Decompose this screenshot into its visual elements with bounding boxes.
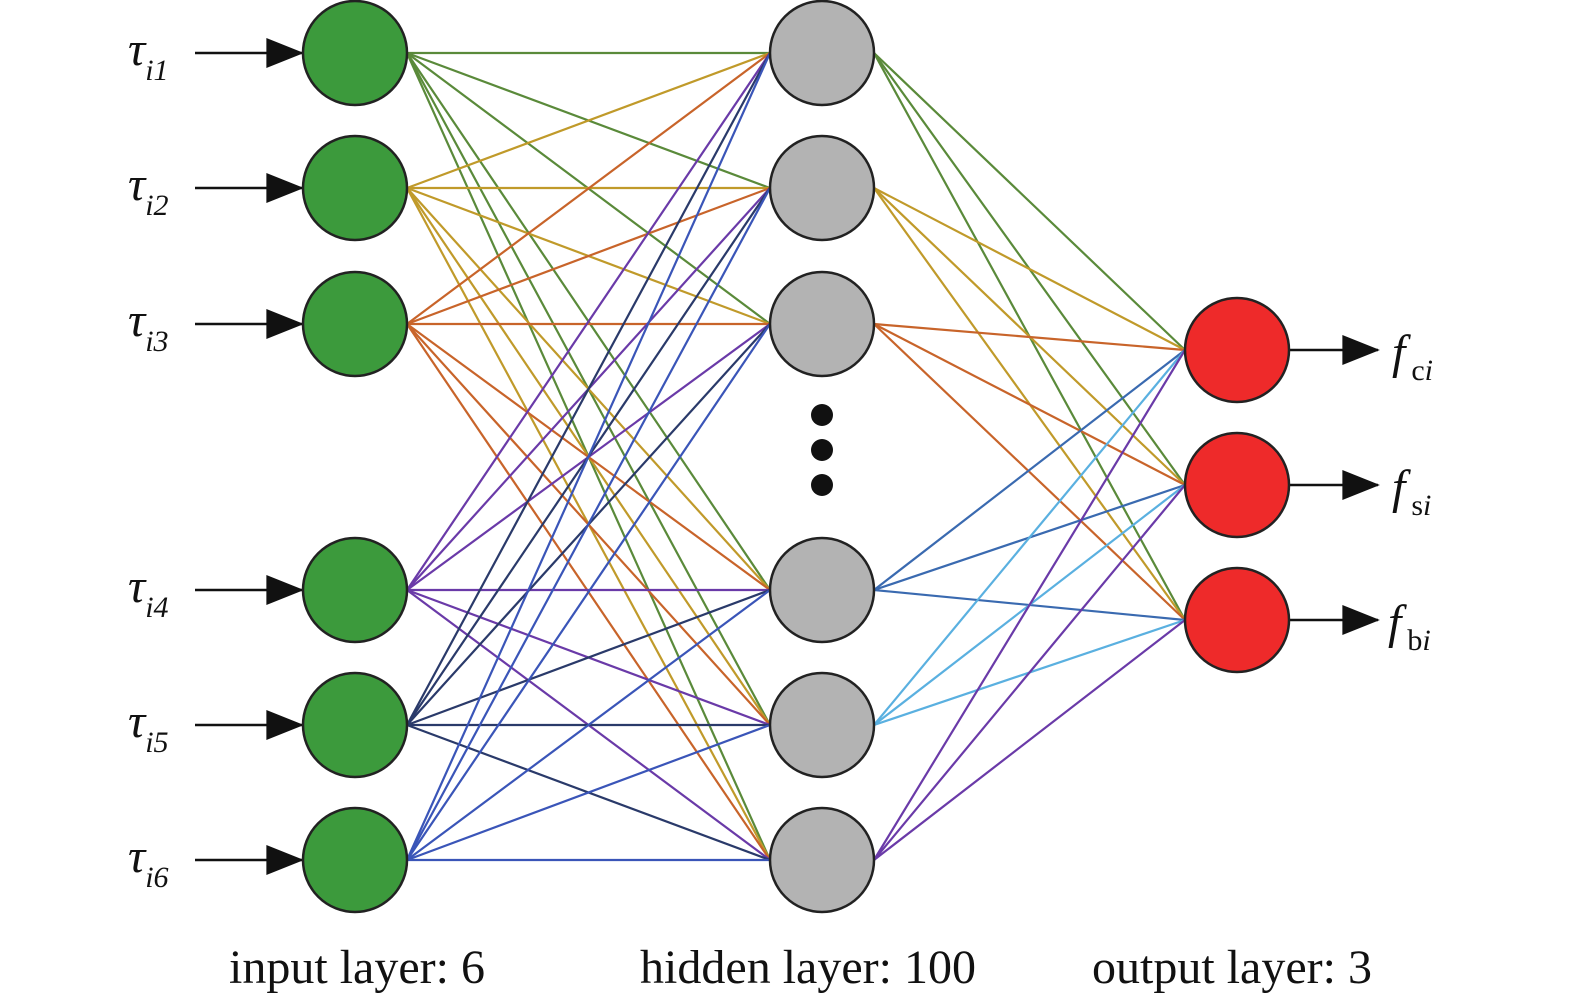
hidden-node-2 — [768, 134, 876, 242]
edge-input-4-hidden-1 — [406, 52, 771, 591]
input-node-4 — [301, 536, 409, 644]
edge-input-6-hidden-3 — [406, 323, 771, 861]
edge-hidden-4-output-1 — [873, 349, 1186, 591]
input-label-subscript: i3 — [145, 325, 168, 358]
output-label-subscript: c — [1411, 354, 1424, 387]
edge-hidden-2-output-1 — [873, 187, 1186, 351]
ellipsis-dot-1 — [811, 404, 833, 426]
edge-input-6-hidden-5 — [406, 723, 771, 862]
ellipsis-dot-2 — [811, 439, 833, 461]
output-label-subscript: b — [1407, 624, 1422, 657]
edge-input-5-hidden-4 — [406, 588, 771, 727]
nodes — [301, 0, 1291, 914]
input-label-subscript: i5 — [145, 726, 168, 759]
input-node-6 — [301, 806, 409, 914]
input-node-1 — [301, 0, 409, 107]
edge-hidden-1-output-1 — [873, 52, 1186, 351]
hidden-node-6 — [768, 806, 876, 914]
edge-hidden-5-output-1 — [873, 349, 1186, 726]
hidden-node-4 — [768, 536, 876, 644]
input-label-symbol: τ — [128, 695, 147, 748]
input-node-5 — [301, 671, 409, 779]
input-label-4: τi4 — [128, 560, 169, 624]
output-label-symbol: f — [1392, 326, 1411, 379]
input-node-3 — [301, 270, 409, 378]
hidden-node-1 — [768, 0, 876, 107]
input-label-5: τi5 — [128, 695, 169, 759]
edge-input-6-hidden-1 — [405, 52, 772, 861]
input-label-symbol: τ — [128, 23, 147, 76]
hidden-ellipsis — [811, 404, 833, 496]
output-layer-caption: output layer: 3 — [1092, 941, 1372, 994]
output-label-symbol: f — [1392, 461, 1411, 514]
edge-hidden-6-output-2 — [873, 484, 1186, 861]
ellipsis-dot-3 — [811, 474, 833, 496]
edge-hidden-3-output-2 — [873, 323, 1186, 486]
output-label-subscript-index: i — [1422, 624, 1430, 657]
edge-input-2-hidden-1 — [406, 51, 771, 190]
input-label-subscript: i6 — [145, 861, 168, 894]
hidden-layer-caption: hidden layer: 100 — [640, 941, 976, 994]
edges-input-hidden — [405, 51, 772, 862]
input-label-symbol: τ — [128, 158, 147, 211]
input-label-symbol: τ — [128, 830, 147, 883]
output-node-1 — [1183, 296, 1291, 404]
edge-input-3-hidden-1 — [406, 52, 771, 325]
captions: input layer: 6 hidden layer: 100 output … — [229, 941, 1372, 994]
edge-hidden-6-output-3 — [873, 619, 1186, 861]
input-label-3: τi3 — [128, 294, 169, 358]
input-label-6: τi6 — [128, 830, 169, 894]
io-arrows — [195, 38, 1380, 875]
output-label-symbol: f — [1388, 596, 1407, 649]
output-node-3 — [1183, 566, 1291, 674]
input-label-subscript: i2 — [145, 189, 168, 222]
input-layer-caption: input layer: 6 — [229, 941, 485, 994]
input-label-subscript: i4 — [145, 591, 168, 624]
hidden-node-3 — [768, 270, 876, 378]
input-label-2: τi2 — [128, 158, 169, 222]
output-node-2 — [1183, 431, 1291, 539]
input-label-1: τi1 — [128, 23, 169, 87]
edges-hidden-output — [873, 52, 1186, 861]
output-label-subscript-index: i — [1425, 354, 1433, 387]
input-label-symbol: τ — [128, 294, 147, 347]
input-node-2 — [301, 134, 409, 242]
input-label-subscript: i1 — [145, 54, 168, 87]
output-label-subscript: s — [1411, 489, 1423, 522]
edge-hidden-3-output-3 — [873, 323, 1186, 621]
edge-hidden-3-output-1 — [873, 322, 1186, 352]
output-label-subscript-index: i — [1423, 489, 1431, 522]
edge-hidden-6-output-1 — [873, 349, 1186, 861]
hidden-node-5 — [768, 671, 876, 779]
edge-input-6-hidden-4 — [406, 589, 771, 861]
input-label-symbol: τ — [128, 560, 147, 613]
edge-input-5-hidden-1 — [406, 52, 771, 726]
edge-input-6-hidden-2 — [406, 187, 771, 861]
edge-input-3-hidden-2 — [406, 186, 771, 326]
